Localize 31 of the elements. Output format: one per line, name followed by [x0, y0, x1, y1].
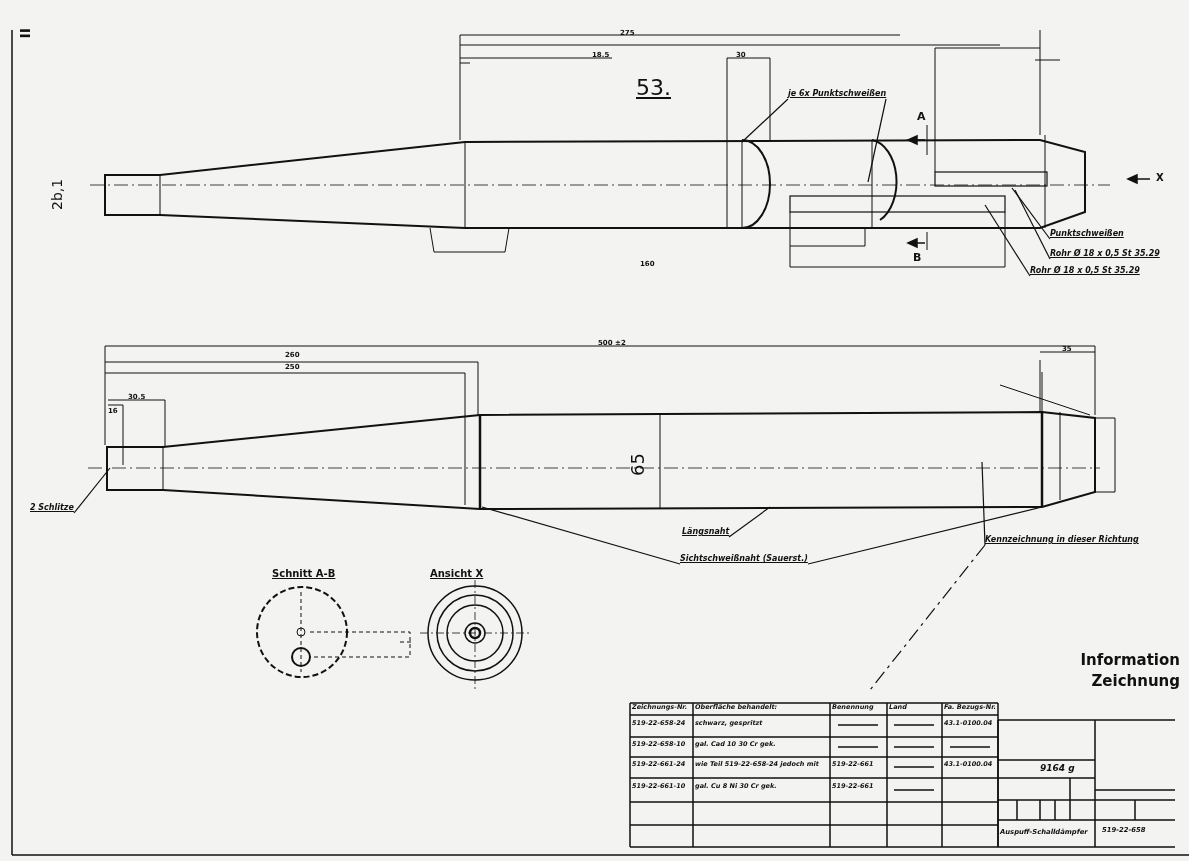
stamp-text: Information Zeichnung	[1080, 650, 1180, 692]
leader-line	[807, 506, 1043, 565]
section-mark: A	[917, 111, 926, 124]
leader-line	[73, 467, 111, 514]
muffler-top-drawing	[87, 411, 1116, 510]
callout-text: Sichtschweißnaht (Sauerst.)	[680, 553, 808, 564]
leader-line	[741, 98, 789, 143]
callout-text: Längsnaht	[682, 526, 730, 537]
leader-line	[984, 204, 1031, 277]
callout-text: Rohr Ø 18 x 0,5 St 35.29	[1030, 265, 1140, 276]
leader-line	[867, 98, 887, 183]
sheet-number: II	[16, 28, 32, 39]
view-title: Ansicht X	[430, 568, 484, 579]
leader-line	[1014, 189, 1051, 260]
callout-text: Rohr Ø 18 x 0,5 St 35.29	[1050, 248, 1160, 259]
leader-line	[1011, 187, 1051, 240]
view-title: Schnitt A-B	[272, 568, 336, 579]
view-mark: X	[1156, 172, 1164, 183]
drawing-number: 53.	[636, 76, 671, 101]
callout-text: Kennzeichnung in dieser Richtung	[985, 534, 1139, 545]
callout-text: Punktschweißen	[1050, 228, 1124, 239]
section-mark: B	[913, 252, 922, 265]
dimension-text: 65	[628, 453, 648, 476]
dimension-text: 2b,1	[50, 178, 66, 210]
title-block-text: 9164 g	[1040, 764, 1075, 774]
leader-line	[481, 506, 681, 565]
callout-text: je 6x Punktschweißen	[788, 88, 887, 99]
leader-line	[728, 506, 771, 538]
leader-line	[981, 461, 986, 546]
leader-line	[869, 544, 986, 691]
callout-text: 2 Schlitze	[30, 502, 74, 513]
